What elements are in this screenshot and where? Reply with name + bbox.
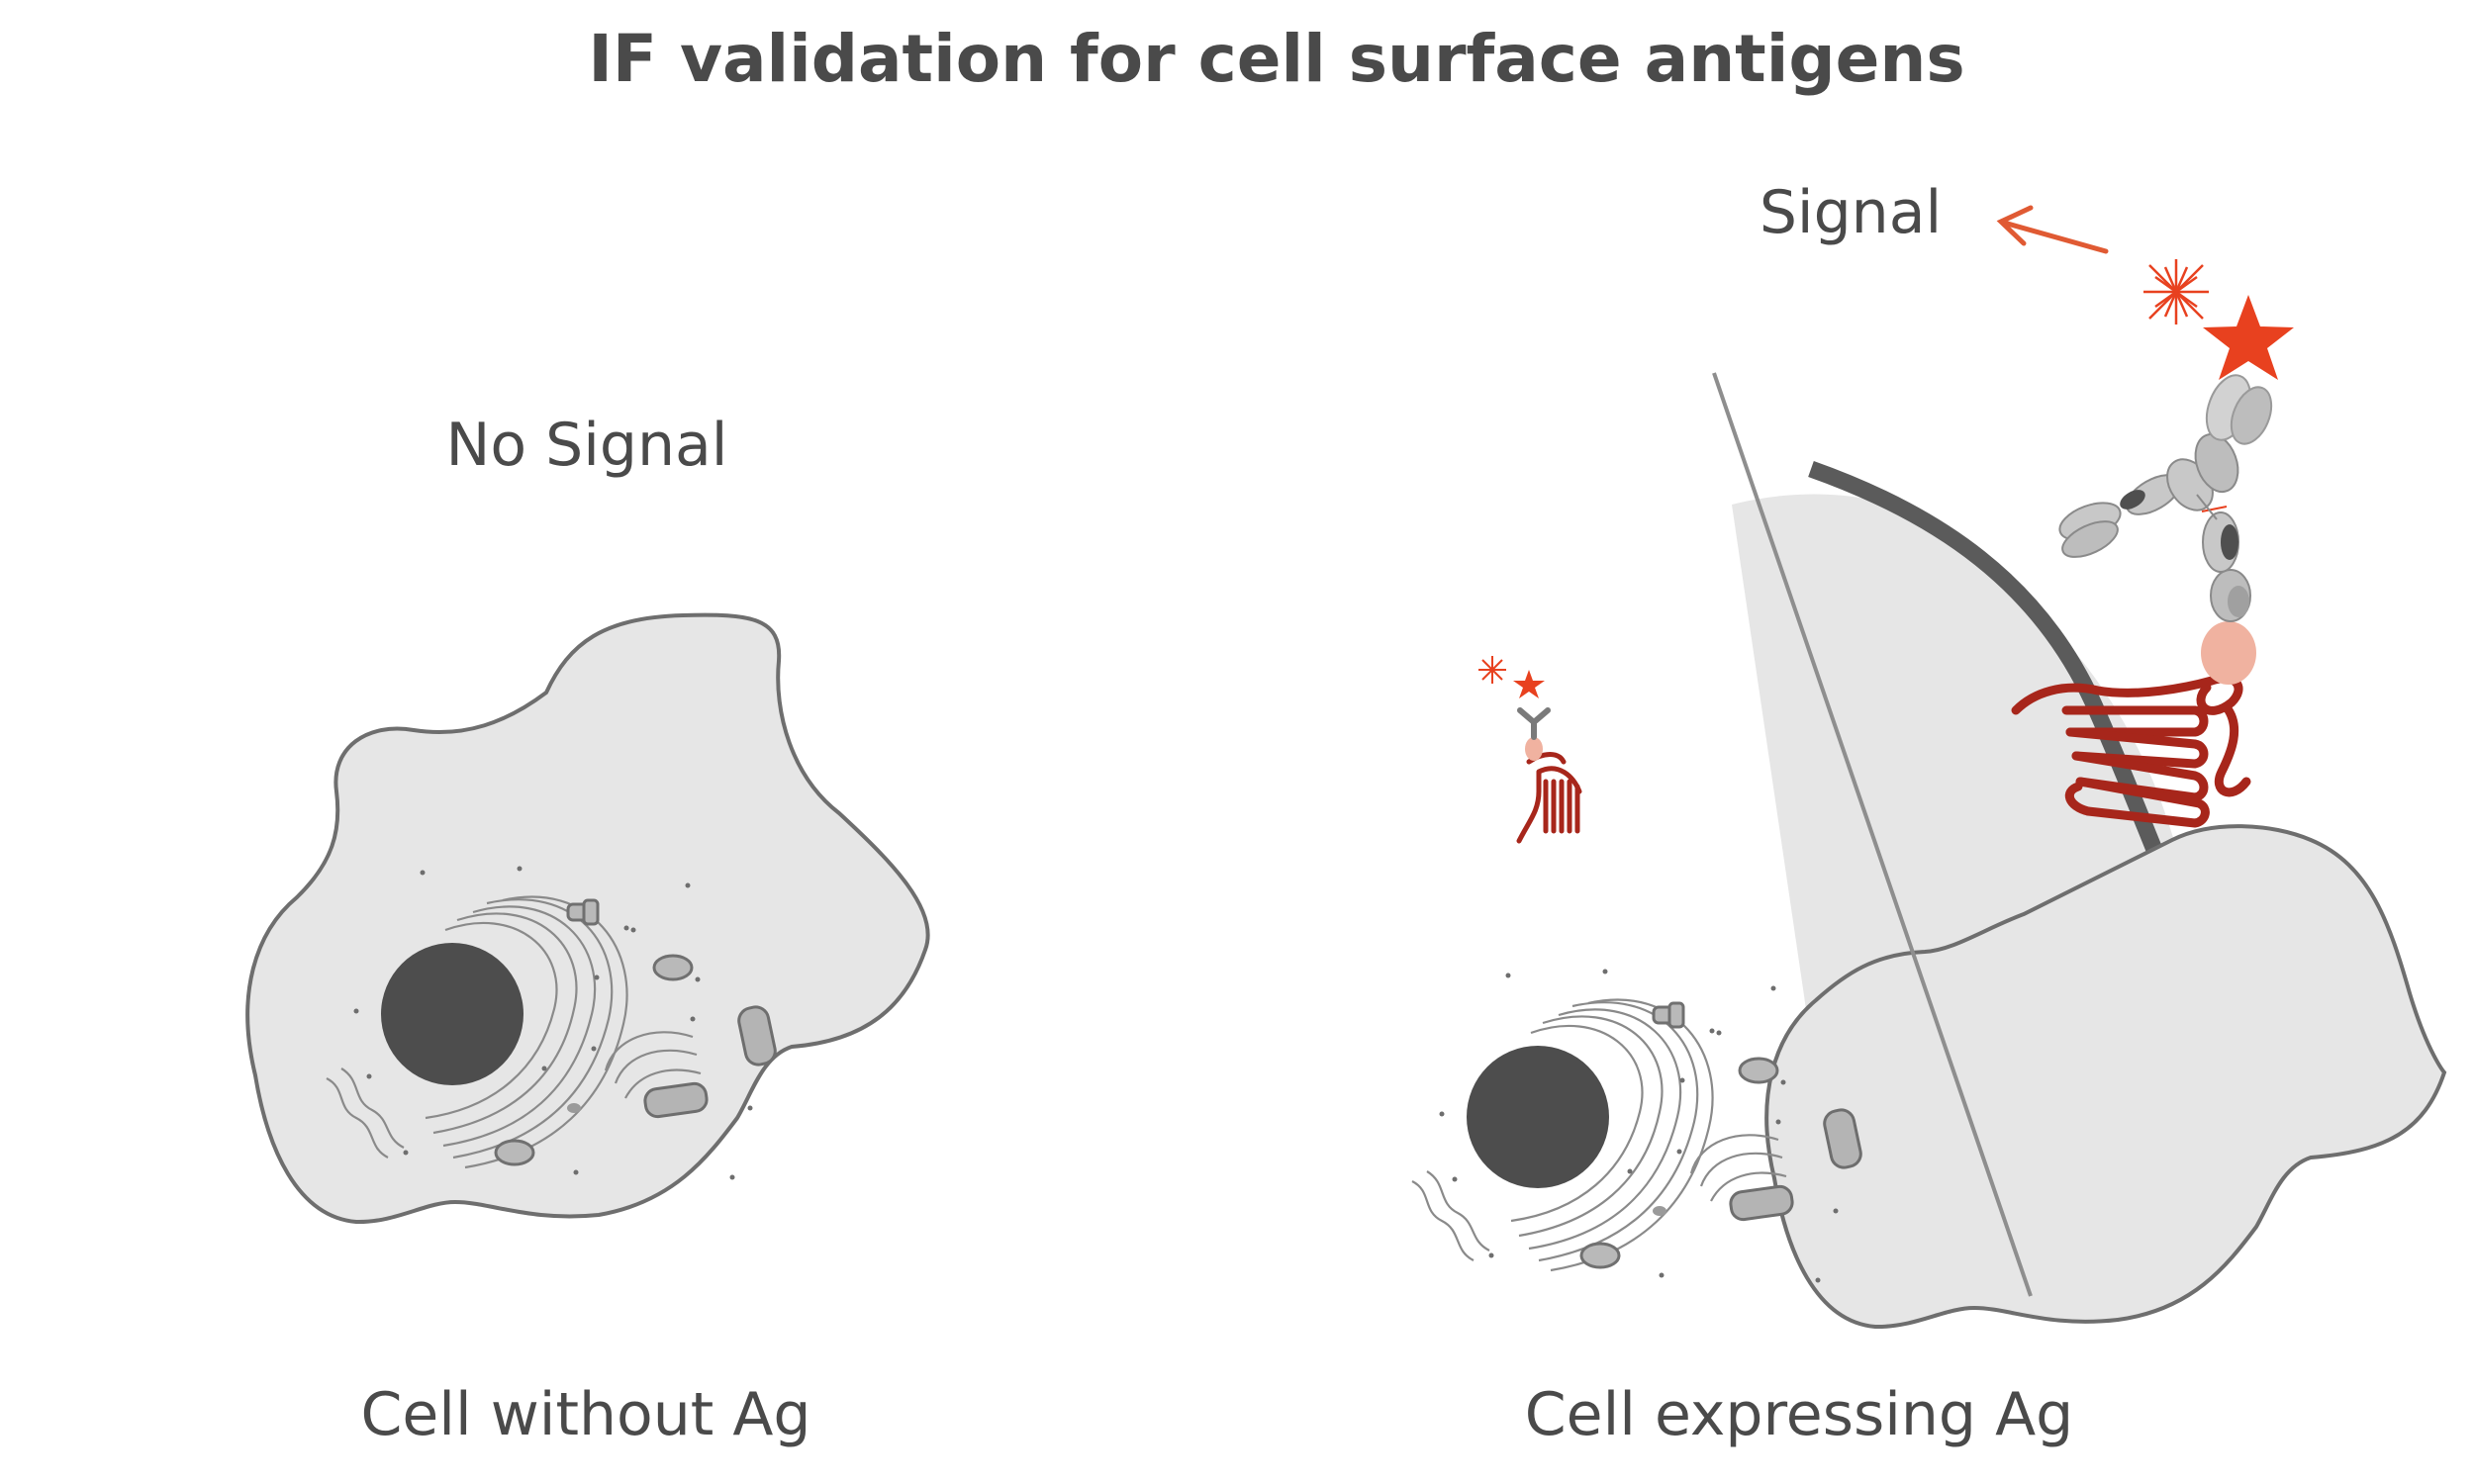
- cell-expressing-ag-caption: Cell expressing Ag: [1525, 1380, 2073, 1449]
- emission-burst-icon: [2143, 259, 2209, 325]
- signal-arrow-icon: [1996, 205, 2109, 254]
- epitope-tag: [2201, 621, 2256, 685]
- diagram-title: IF validation for cell surface antigens: [588, 21, 1964, 97]
- cell-expressing-antigen: [1410, 824, 2447, 1330]
- large-antigen: [2011, 674, 2251, 828]
- small-antigen-complex: [1478, 656, 1582, 844]
- small-fluorophore-star-icon: [1513, 670, 1545, 698]
- no-signal-label: No Signal: [446, 411, 728, 480]
- magnification-divider: [1712, 372, 2033, 1297]
- antibody-complex: [2058, 374, 2273, 685]
- cell-without-antigen: [245, 612, 930, 1225]
- left-panel: No Signal Cell without Ag: [245, 411, 930, 1449]
- small-emission-burst-icon: [1478, 656, 1506, 684]
- cell-without-ag-caption: Cell without Ag: [361, 1380, 811, 1449]
- signal-label: Signal: [1760, 178, 1942, 247]
- right-panel: Signal Cell expressing Ag: [1410, 178, 2447, 1449]
- fluorophore-star-icon: [2203, 295, 2294, 380]
